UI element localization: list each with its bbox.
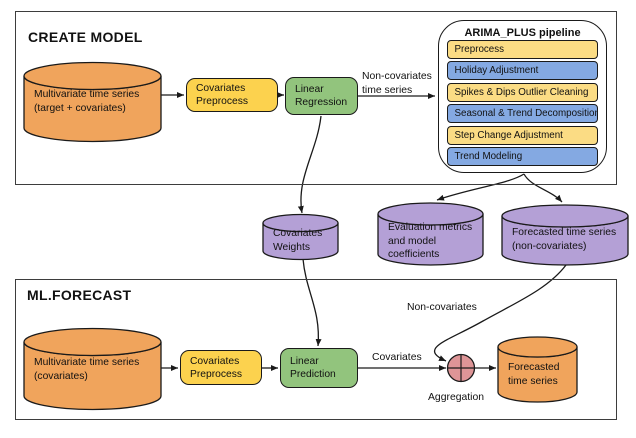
forecast-output-label: Forecasted time series (508, 361, 560, 388)
create-model-title: CREATE MODEL (28, 29, 143, 45)
text-line: Non-covariates (362, 71, 432, 82)
pipeline-item: Seasonal & Trend Decomposition (446, 104, 598, 124)
pipeline-item: Holiday Adjustment (446, 61, 598, 81)
text-line: coefficients (388, 249, 440, 260)
text-line: Linear (295, 84, 324, 95)
text-line: Covariates (190, 355, 240, 367)
arima-pipeline-title: ARIMA_PLUS pipeline (464, 27, 581, 39)
text-line: Prediction (290, 369, 336, 380)
text-line: time series (508, 375, 558, 387)
text-line: (covariates) (34, 370, 88, 382)
covariates-weights-cylinder (262, 213, 339, 261)
forecast-output-cylinder (497, 336, 578, 403)
pipeline-item: Spikes & Dips Outlier Cleaning (446, 82, 598, 102)
text-line: Multivariate time series (34, 89, 140, 100)
covariates-preprocess-forecast-box: Covariates Preprocess (180, 350, 262, 385)
text-line: Forecasted (508, 362, 560, 373)
arrow-regression-to-weights (297, 115, 322, 214)
evaluation-metrics-cylinder (377, 202, 484, 266)
non-covariates-edge-label: Non-covariates time series (362, 70, 432, 97)
source-cylinder-forecast-label: Multivariate time series (covariates) (34, 356, 139, 383)
covariates-edge-label: Covariates (372, 352, 422, 363)
non-covariates-edge-label-bottom: Non-covariates (407, 302, 477, 313)
text-line: Covariates (273, 228, 323, 239)
arrow-forecast-nc-to-aggregation (433, 264, 567, 362)
pipeline-item: Trend Modeling (446, 146, 598, 166)
text-line: and model (388, 235, 437, 247)
text-line: Forecasted time series (512, 227, 617, 238)
covariates-weights-label: Covariates Weights (273, 227, 322, 254)
text-line: Preprocess (196, 96, 249, 107)
forecast-non-covariates-label: Forecasted time series (non-covariates) (512, 226, 616, 253)
text-line: time series (362, 84, 413, 96)
text-line: Evaluation metrics (388, 222, 473, 233)
ml-forecast-section (15, 279, 617, 420)
text-line: (target + covariates) (34, 102, 126, 114)
source-cylinder-forecast (23, 327, 162, 411)
text-line: Weights (273, 241, 311, 253)
covariates-preprocess-create-box: Covariates Preprocess (186, 78, 278, 112)
text-line: Regression (295, 97, 348, 108)
forecast-non-covariates-cylinder (501, 204, 629, 266)
aggregation-label: Aggregation (428, 392, 485, 403)
ml-forecast-title: ML.FORECAST (27, 287, 132, 303)
pipeline-item: Step Change Adjustment (446, 125, 598, 145)
text-line: (non-covariates) (512, 240, 587, 252)
pipeline-item: Preprocess (446, 40, 598, 59)
text-line: Linear (290, 356, 319, 367)
evaluation-metrics-label: Evaluation metrics and model coefficient… (388, 221, 472, 262)
arrow-pipeline-to-evaluation (436, 173, 525, 201)
text-line: Preprocess (190, 368, 243, 380)
source-cylinder-create (23, 61, 162, 143)
source-cylinder-create-label: Multivariate time series (target + covar… (34, 88, 139, 115)
linear-regression-box: Linear Regression (285, 77, 358, 115)
create-model-section (15, 11, 617, 185)
linear-prediction-box: Linear Prediction (280, 348, 358, 388)
text-line: Multivariate time series (34, 357, 140, 368)
aggregation-circle (446, 353, 476, 383)
arrow-pipeline-to-forecast-nc (523, 173, 563, 203)
arrow-weights-to-prediction (302, 258, 322, 347)
text-line: Covariates (196, 83, 246, 94)
